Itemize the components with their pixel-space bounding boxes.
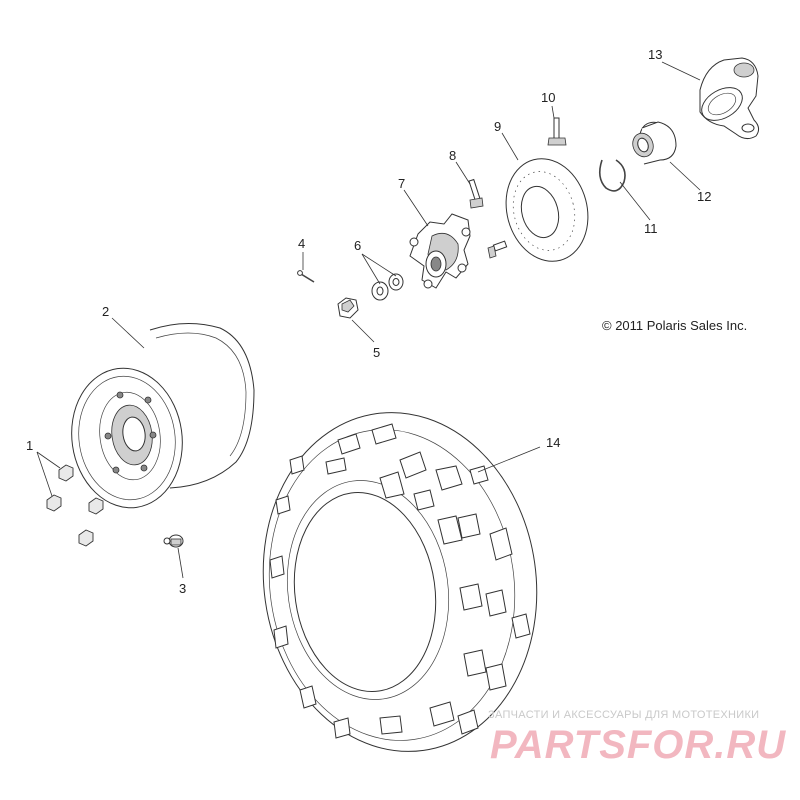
callout-13: 13 [648,47,662,62]
valve-stem [163,534,184,548]
watermark: ЗАПЧАСТИ И АКСЕССУАРЫ ДЛЯ МОТОТЕХНИКИ PA… [488,709,786,767]
hub-bolts [468,178,508,259]
tire-tread [269,423,531,739]
callout-9: 9 [494,119,501,134]
wheel-hub [409,213,471,289]
watermark-brand: PARTSFOR.RU [490,723,786,767]
brake-disc [505,158,589,262]
callout-14: 14 [546,435,560,450]
leader-lines [36,61,701,579]
snap-ring [598,159,626,192]
callout-8: 8 [449,148,456,163]
callout-1: 1 [26,438,33,453]
wheel-rim [71,322,255,509]
copyright-note: © 2011 Polaris Sales Inc. [602,318,747,333]
cotter-pin [297,270,315,283]
callout-3: 3 [179,581,186,596]
callout-10: 10 [541,90,555,105]
watermark-tagline: ЗАПЧАСТИ И АКСЕССУАРЫ ДЛЯ МОТОТЕХНИКИ [488,709,759,721]
callout-labels: 1 2 3 4 5 6 7 8 9 10 11 12 13 14 [26,47,711,596]
knuckle-housing [699,57,760,140]
tire [262,412,538,752]
callout-4: 4 [298,236,305,251]
callout-12: 12 [697,189,711,204]
brake-bolt [547,117,567,146]
callout-5: 5 [373,345,380,360]
washers [371,273,404,301]
castle-nut [337,297,359,319]
callout-6: 6 [354,238,361,253]
lug-nuts [46,464,104,547]
callout-2: 2 [102,304,109,319]
callout-11: 11 [644,221,658,236]
wheel-bearing [632,121,677,165]
callout-7: 7 [398,176,405,191]
